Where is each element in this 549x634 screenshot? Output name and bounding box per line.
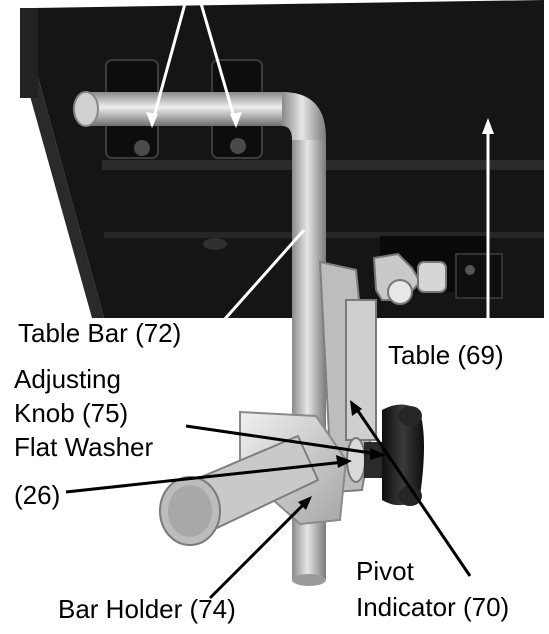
leader-lines (65, 0, 494, 600)
label-bar-holder: Bar Holder (74) (58, 594, 236, 624)
table-body (20, 0, 544, 318)
table-bar-horizontal (73, 91, 326, 150)
leader-top-left (150, 0, 188, 125)
label-adjusting-knob-line2: Knob (75) (14, 398, 129, 428)
leader-pivot-indicator (354, 407, 472, 577)
leader-bar-holder (208, 500, 308, 600)
label-adjusting-knob-line1: Adjusting (14, 364, 121, 394)
holder-stub-bar (159, 434, 320, 546)
label-table-bar: Table Bar (72) (18, 318, 182, 348)
flat-washer (346, 437, 366, 483)
label-flat-washer-line1: Flat Washer (14, 432, 154, 462)
label-pivot-indicator-line1: Pivot (356, 556, 414, 586)
adjusting-knob (364, 404, 424, 506)
leader-table-bar (222, 229, 306, 321)
leader-adjusting-knob (185, 424, 379, 456)
pivot-indicator-plate (345, 299, 377, 441)
label-table: Table (69) (388, 340, 504, 370)
pivot-tab (417, 261, 447, 293)
table-bar-end (292, 574, 326, 586)
leader-top-right (198, 0, 238, 125)
label-pivot-indicator-line2: Indicator (70) (356, 592, 510, 622)
label-flat-washer-line2: (26) (14, 480, 61, 510)
leader-flat-washer (65, 460, 345, 494)
pivot-bolt (387, 279, 413, 305)
